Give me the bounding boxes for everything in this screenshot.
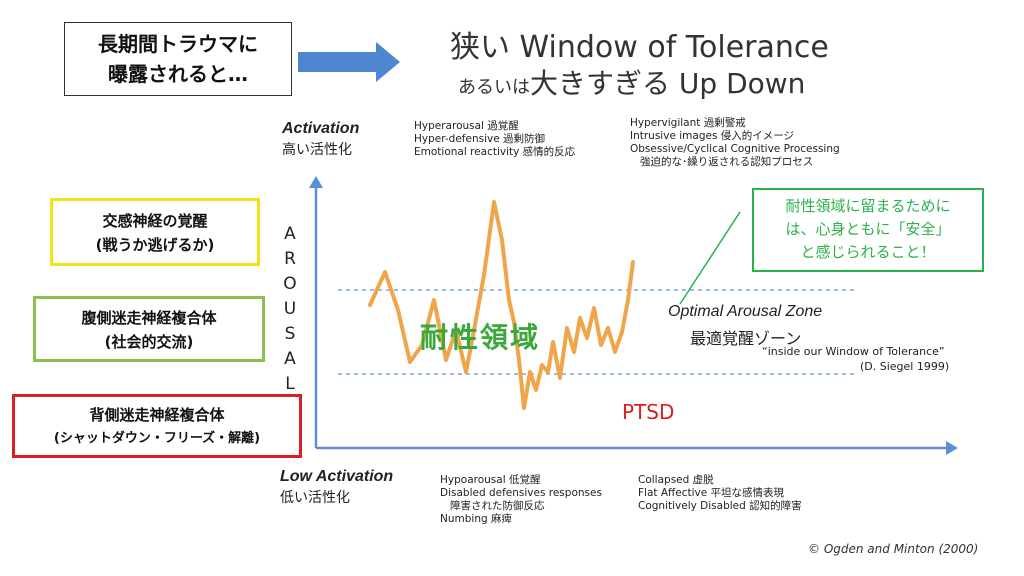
main-title-line2: あるいは大きすぎる Up Down <box>458 62 805 102</box>
low-activation-label-en: Low Activation <box>280 468 394 485</box>
note-line: Emotional reactivity 感情的反応 <box>414 146 576 158</box>
tolerance-zone-label: 耐性領域 <box>420 321 541 354</box>
trauma-exposure-box: 長期間トラウマに 曝露されると… <box>64 22 292 96</box>
activation-label-jp: 高い活性化 <box>282 142 352 158</box>
title-small-part: あるいは <box>458 77 530 98</box>
ventral-line1: 腹側迷走神経複合体 <box>81 309 217 327</box>
note-line: 強迫的な･繰り返される認知プロセス <box>640 156 814 168</box>
arousal-letter: A <box>284 349 296 369</box>
dorsal-line2: (シャットダウン・フリーズ・解離) <box>53 431 261 446</box>
low-activation-label-jp: 低い活性化 <box>280 490 350 506</box>
arousal-letter: S <box>284 324 296 344</box>
callout-pointer-line <box>679 211 741 305</box>
collapsed-notes: Collapsed 虚脱 Flat Affective 平坦な感情表現 Cogn… <box>638 474 802 513</box>
note-line: Cognitively Disabled 認知的障害 <box>638 500 802 512</box>
arousal-letter: L <box>285 374 295 394</box>
ventral-vagal-state-box: 腹側迷走神経複合体 (社会的交流) <box>33 296 265 362</box>
safety-callout-box: 耐性領域に留まるために は、心身ともに「安全」 と感じられること！ <box>752 188 984 272</box>
note-line: Hyperarousal 過覚醒 <box>414 120 519 132</box>
dorsal-vagal-state-box: 背側迷走神経複合体 (シャットダウン・フリーズ・解離) <box>12 394 302 458</box>
note-line: Collapsed 虚脱 <box>638 474 714 486</box>
arousal-wave <box>368 200 635 410</box>
note-line: Disabled defensives responses <box>440 487 602 499</box>
note-line: 障害された防御反応 <box>450 500 545 512</box>
trauma-exposure-line1: 長期間トラウマに <box>98 32 258 56</box>
note-line: Obsessive/Cyclical Cognitive Processing <box>630 143 840 155</box>
window-quote: “inside our Window of Tolerance” <box>762 345 945 358</box>
trauma-exposure-line2: 曝露されると… <box>108 62 248 86</box>
note-line: Flat Affective 平坦な感情表現 <box>638 487 785 499</box>
callout-line2: は、心身ともに「安全」 <box>785 220 951 238</box>
optimal-zone-label-en: Optimal Arousal Zone <box>668 303 823 320</box>
arousal-letter: O <box>283 274 297 294</box>
hypoarousal-notes: Hypoarousal 低覚醒 Disabled defensives resp… <box>440 474 602 526</box>
copyright-text: © Ogden and Minton (2000) <box>808 542 979 556</box>
dorsal-line1: 背側迷走神経複合体 <box>89 406 225 424</box>
note-line: Hypervigilant 過剰警戒 <box>630 117 746 129</box>
note-line: Intrusive images 侵入的イメージ <box>630 130 795 142</box>
arousal-letter: U <box>283 299 297 319</box>
callout-line3: と感じられること！ <box>800 243 936 261</box>
optimal-zone-label-jp: 最適覚醒ゾーン <box>690 329 802 348</box>
ptsd-label: PTSD <box>622 400 675 424</box>
arousal-letter: R <box>284 249 296 269</box>
note-line: Hyper-defensive 過剰防御 <box>414 133 546 145</box>
y-axis-arrowhead <box>309 176 323 188</box>
arousal-letter: A <box>284 224 296 244</box>
hypervigilant-notes: Hypervigilant 過剰警戒 Intrusive images 侵入的イ… <box>630 117 840 169</box>
siegel-citation: (D. Siegel 1999) <box>860 360 950 373</box>
note-line: Numbing 麻痺 <box>440 513 512 525</box>
sympathetic-line1: 交感神経の覚醒 <box>102 212 208 230</box>
arousal-axis-label: A R O U S A L <box>283 222 297 397</box>
activation-label-en: Activation <box>282 120 360 137</box>
note-line: Hypoarousal 低覚醒 <box>440 474 541 486</box>
callout-line1: 耐性領域に留まるために <box>785 197 951 215</box>
sympathetic-state-box: 交感神経の覚醒 (戦うか逃げるか) <box>50 198 260 266</box>
sympathetic-line2: (戦うか逃げるか) <box>95 236 215 254</box>
title-large-part: 大きすぎる Up Down <box>530 67 806 100</box>
main-title-line1: 狭い Window of Tolerance <box>450 30 829 65</box>
hyperarousal-notes: Hyperarousal 過覚醒 Hyper-defensive 過剰防御 Em… <box>414 120 575 159</box>
right-arrow-icon <box>298 42 400 82</box>
x-axis-arrowhead <box>946 441 958 455</box>
ventral-line2: (社会的交流) <box>104 333 194 351</box>
